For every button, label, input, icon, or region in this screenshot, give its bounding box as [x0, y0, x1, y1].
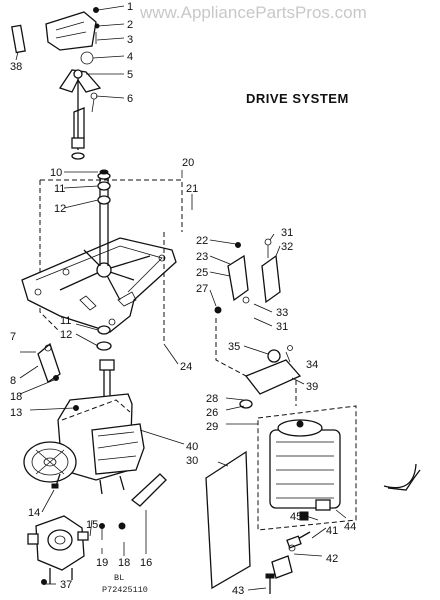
- callout-24: 24: [180, 361, 192, 373]
- callout-29: 29: [206, 421, 218, 433]
- callout-16: 16: [140, 557, 152, 569]
- transmission: [23, 359, 145, 495]
- bracket-8: [37, 342, 61, 384]
- cord-clip: [387, 469, 421, 491]
- callout-2: 2: [127, 19, 133, 31]
- part-code-line2: P72425110: [102, 585, 148, 595]
- clutch-assembly: [11, 7, 102, 160]
- callout-31-top: 31: [281, 227, 293, 239]
- callout-3: 3: [127, 34, 133, 46]
- callout-7: 7: [10, 331, 16, 343]
- callout-11-lower: 11: [60, 315, 71, 327]
- callout-23: 23: [196, 251, 208, 263]
- callout-10: 10: [50, 167, 62, 179]
- callout-38: 38: [10, 61, 22, 73]
- callout-25: 25: [196, 267, 208, 279]
- motor: [257, 405, 357, 549]
- mounting-plate: [21, 169, 183, 351]
- gasket-strip: [11, 24, 26, 54]
- callout-22: 22: [196, 235, 208, 247]
- callout-37: 37: [60, 579, 72, 591]
- callout-26: 26: [206, 407, 218, 419]
- callout-40: 40: [186, 441, 198, 453]
- plate-body: [21, 237, 177, 333]
- washer: [80, 51, 94, 65]
- callout-numbers: 1 2 3 4 5 6 38 10 11 12 20 21 22 23 31 3…: [10, 1, 356, 597]
- callout-13: 13: [10, 407, 22, 419]
- brake-strap: [130, 473, 167, 507]
- clutch-arm: [58, 69, 102, 93]
- callout-18-bottom: 18: [118, 557, 130, 569]
- callout-8: 8: [10, 375, 16, 387]
- clutch-bracket: [45, 11, 97, 51]
- callout-33: 33: [276, 307, 288, 319]
- callout-39: 39: [306, 381, 318, 393]
- callout-11: 11: [54, 183, 65, 195]
- clamp: [271, 555, 293, 579]
- callout-6: 6: [127, 93, 133, 105]
- callout-35: 35: [228, 341, 240, 353]
- part-code-line1: BL: [114, 573, 124, 583]
- callout-20: 20: [182, 157, 194, 169]
- diagram-title: DRIVE SYSTEM: [246, 91, 349, 106]
- callout-15: 15: [86, 519, 98, 531]
- pump: [27, 515, 89, 585]
- callout-5: 5: [127, 69, 133, 81]
- callout-12-lower: 12: [60, 329, 72, 341]
- callout-45: 45: [290, 511, 302, 523]
- callout-43: 43: [232, 585, 244, 597]
- callout-30: 30: [186, 455, 198, 467]
- callout-42: 42: [326, 553, 338, 565]
- motor-cover-panel: [205, 450, 251, 590]
- callout-31-bottom: 31: [276, 321, 288, 333]
- callout-18-left: 18: [10, 391, 22, 403]
- watermark-text: www.AppliancePartsPros.com: [139, 3, 367, 22]
- callout-4: 4: [127, 51, 133, 63]
- callout-1: 1: [127, 1, 133, 13]
- callout-21: 21: [186, 183, 198, 195]
- callout-27: 27: [196, 283, 208, 295]
- callout-32: 32: [281, 241, 293, 253]
- callout-34: 34: [306, 359, 318, 371]
- callout-44: 44: [344, 521, 356, 533]
- callout-14: 14: [28, 507, 40, 519]
- callout-41: 41: [326, 525, 338, 537]
- callout-28: 28: [206, 393, 218, 405]
- callout-12: 12: [54, 203, 66, 215]
- motor-brackets: [214, 238, 302, 409]
- callout-19: 19: [96, 557, 108, 569]
- leader-lines: [15, 5, 347, 591]
